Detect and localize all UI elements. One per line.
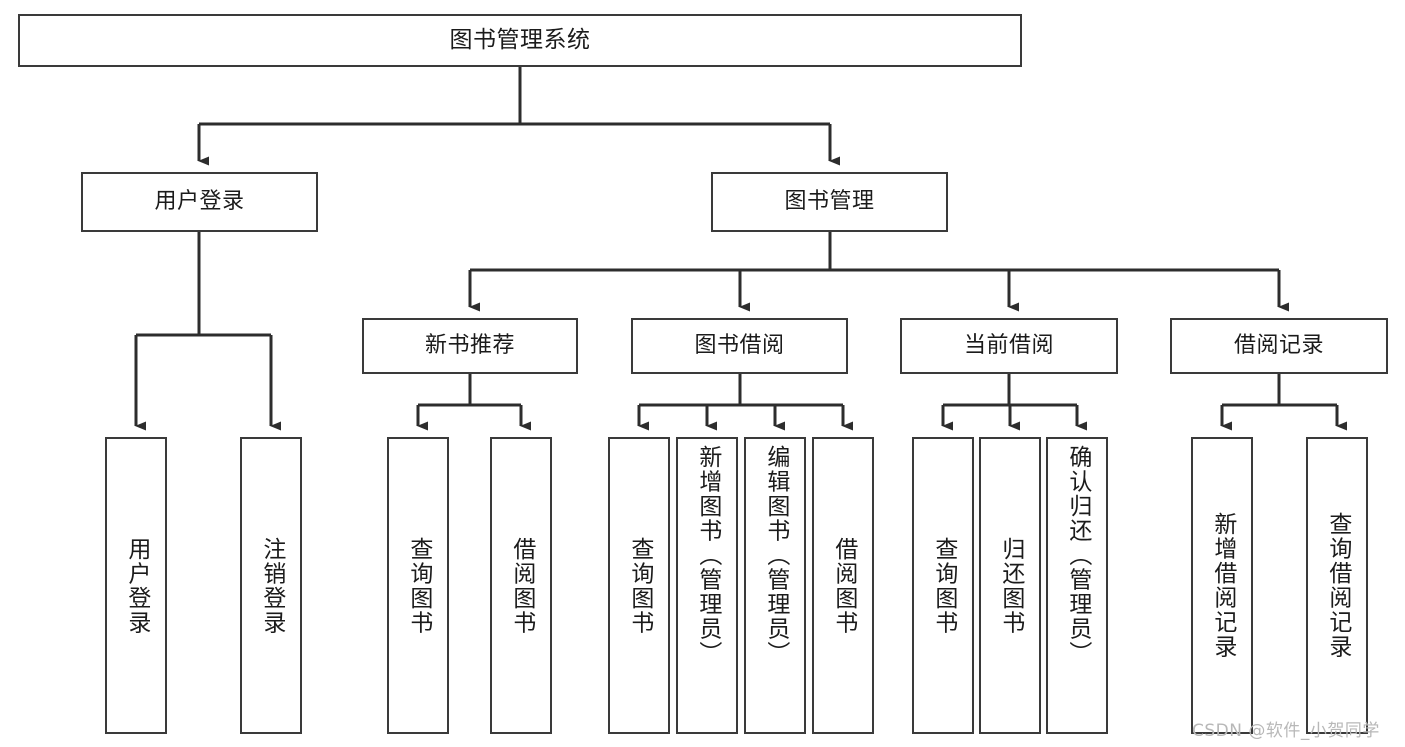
leaf-logout-login-label: 注销登录 bbox=[258, 536, 285, 635]
node-borrow-record[interactable]: 借阅记录 bbox=[1170, 318, 1388, 374]
leaf-return-book[interactable]: 归还图书 bbox=[979, 437, 1041, 734]
leaf-query-book-recommend-label: 查询图书 bbox=[405, 536, 432, 635]
leaf-borrow-book-borrow-label: 借阅图书 bbox=[830, 536, 857, 635]
leaf-confirm-return[interactable]: 确认归还（管理员） bbox=[1046, 437, 1108, 734]
node-borrow-record-label: 借阅记录 bbox=[1233, 333, 1324, 358]
leaf-query-book-borrow-label: 查询图书 bbox=[626, 536, 653, 635]
leaf-query-book-recommend[interactable]: 查询图书 bbox=[387, 437, 449, 734]
node-new-book-recommend-label: 新书推荐 bbox=[424, 333, 515, 358]
leaf-borrow-book-borrow[interactable]: 借阅图书 bbox=[812, 437, 874, 734]
leaf-borrow-book-recommend-label: 借阅图书 bbox=[508, 536, 535, 635]
node-root-system[interactable]: 图书管理系统 bbox=[18, 14, 1022, 67]
leaf-query-book-borrow[interactable]: 查询图书 bbox=[608, 437, 670, 734]
node-book-borrow-label: 图书借阅 bbox=[694, 333, 785, 358]
leaf-add-book[interactable]: 新增图书（管理员） bbox=[676, 437, 738, 734]
csdn-watermark: CSDN @软件_小贺同学 bbox=[1192, 721, 1380, 741]
leaf-user-login[interactable]: 用户登录 bbox=[105, 437, 167, 734]
leaf-edit-book-label: 编辑图书（管理员） bbox=[762, 445, 789, 666]
leaf-query-borrow-record-label: 查询借阅记录 bbox=[1324, 512, 1351, 659]
leaf-confirm-return-label: 确认归还（管理员） bbox=[1064, 445, 1091, 666]
leaf-query-book-current-label: 查询图书 bbox=[930, 536, 957, 635]
leaf-add-book-label: 新增图书（管理员） bbox=[694, 445, 721, 666]
leaf-edit-book[interactable]: 编辑图书（管理员） bbox=[744, 437, 806, 734]
node-book-manage[interactable]: 图书管理 bbox=[711, 172, 948, 232]
leaf-add-borrow-record[interactable]: 新增借阅记录 bbox=[1191, 437, 1253, 734]
node-book-borrow[interactable]: 图书借阅 bbox=[631, 318, 848, 374]
leaf-query-book-current[interactable]: 查询图书 bbox=[912, 437, 974, 734]
node-current-borrow-label: 当前借阅 bbox=[963, 333, 1054, 358]
node-user-login-label: 用户登录 bbox=[154, 189, 245, 214]
leaf-add-borrow-record-label: 新增借阅记录 bbox=[1209, 512, 1236, 659]
leaf-logout-login[interactable]: 注销登录 bbox=[240, 437, 302, 734]
leaf-query-borrow-record[interactable]: 查询借阅记录 bbox=[1306, 437, 1368, 734]
node-current-borrow[interactable]: 当前借阅 bbox=[900, 318, 1118, 374]
leaf-user-login-label: 用户登录 bbox=[123, 536, 150, 635]
node-new-book-recommend[interactable]: 新书推荐 bbox=[362, 318, 578, 374]
leaf-borrow-book-recommend[interactable]: 借阅图书 bbox=[490, 437, 552, 734]
node-book-manage-label: 图书管理 bbox=[784, 189, 875, 214]
leaf-return-book-label: 归还图书 bbox=[997, 536, 1024, 635]
node-user-login[interactable]: 用户登录 bbox=[81, 172, 318, 232]
node-root-system-label: 图书管理系统 bbox=[449, 27, 591, 53]
